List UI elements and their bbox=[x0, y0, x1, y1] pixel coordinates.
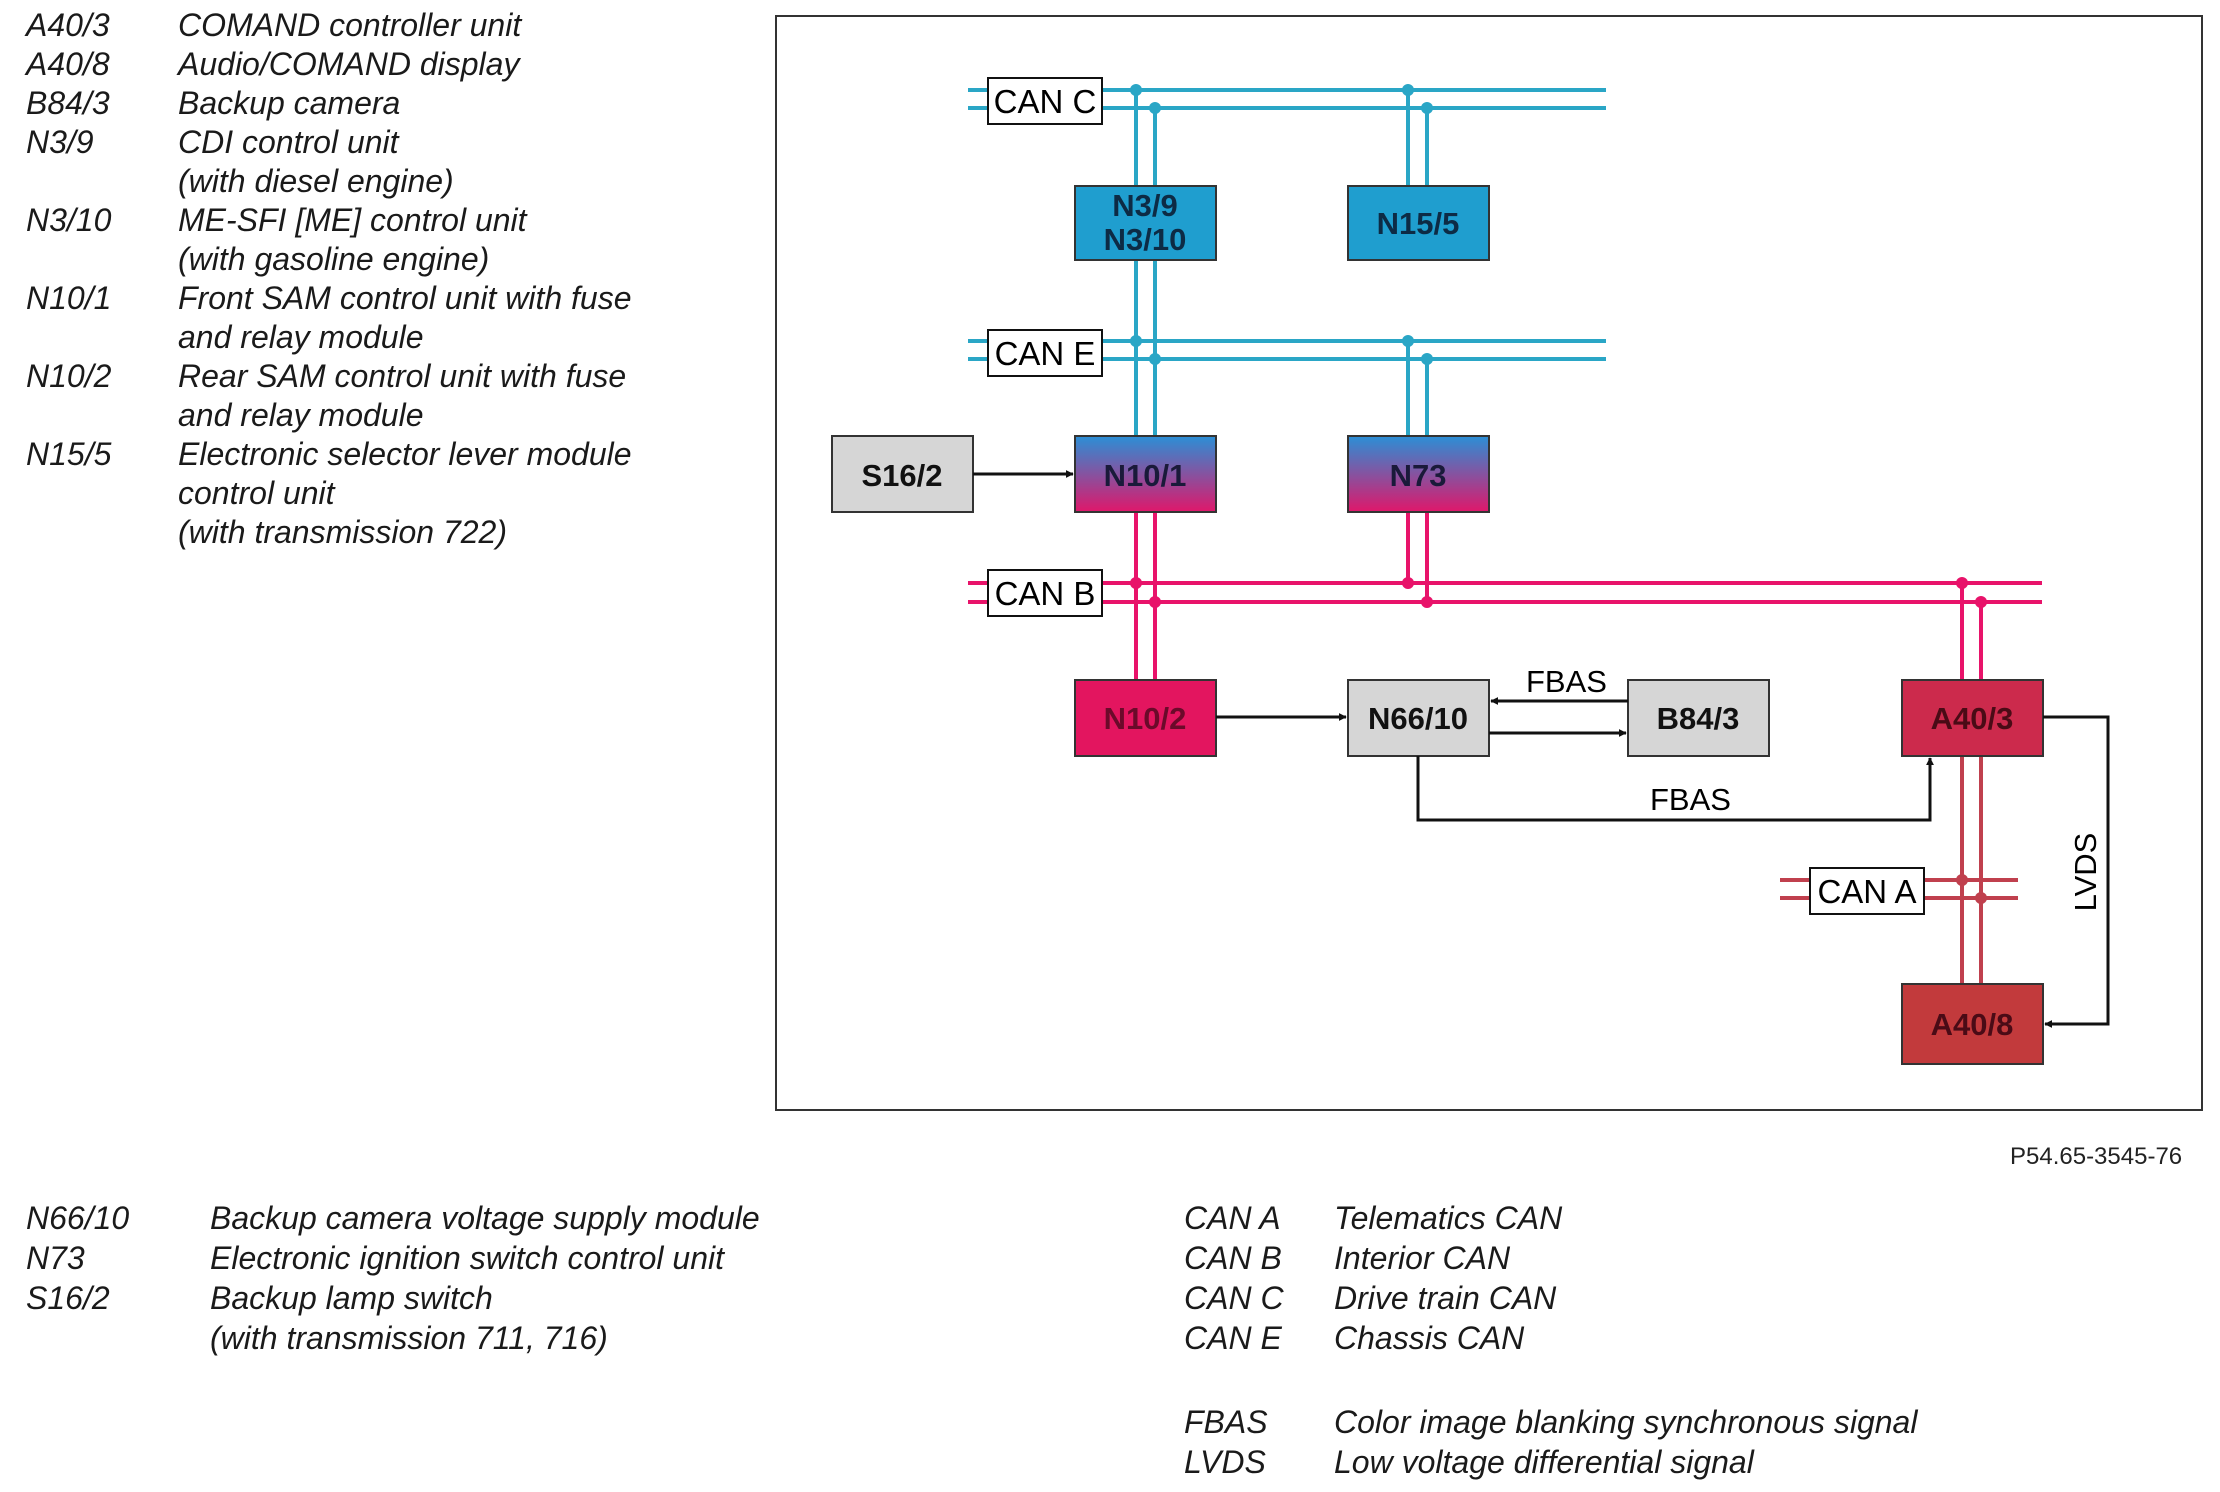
can-c-e-junctions bbox=[1130, 84, 1433, 365]
legend-code: N10/2 bbox=[26, 358, 112, 394]
legend-row: N15/5 Electronic selector lever module co… bbox=[26, 435, 726, 552]
legend-code: A40/3 bbox=[26, 7, 110, 43]
module-n3-9-n3-10: N3/9 N3/10 bbox=[1074, 185, 1217, 261]
signal-label-lvds: LVDS bbox=[2068, 833, 2103, 912]
legend-code: N15/5 bbox=[26, 436, 112, 472]
bus-label-can-e: CAN E bbox=[987, 329, 1103, 377]
figure-reference-code: P54.65-3545-76 bbox=[2010, 1143, 2183, 1170]
svg-text:S16/2: S16/2 bbox=[861, 458, 942, 493]
legend-row: B84/3 Backup camera bbox=[26, 84, 726, 123]
module-s16-2: S16/2 bbox=[831, 435, 974, 513]
svg-text:N3/10: N3/10 bbox=[1104, 222, 1187, 257]
legend-description: Color image blanking synchronous signal bbox=[1334, 1404, 1918, 1440]
legend-code: B84/3 bbox=[26, 85, 110, 121]
legend-code: CAN E bbox=[1184, 1320, 1282, 1356]
legend-code: S16/2 bbox=[26, 1280, 110, 1316]
legend-description: Low voltage differential signal bbox=[1334, 1444, 1754, 1480]
svg-text:CAN C: CAN C bbox=[994, 83, 1097, 120]
module-n15-5: N15/5 bbox=[1347, 185, 1490, 261]
legend-description: ME-SFI [ME] control unit (with gasoline … bbox=[178, 202, 527, 277]
svg-text:N15/5: N15/5 bbox=[1377, 206, 1460, 241]
legend-description: Electronic selector lever module control… bbox=[178, 436, 632, 550]
svg-text:N3/9: N3/9 bbox=[1112, 188, 1177, 223]
legend-description: Chassis CAN bbox=[1334, 1320, 1525, 1356]
legend-code: N3/9 bbox=[26, 124, 94, 160]
legend-description: CDI control unit (with diesel engine) bbox=[178, 124, 454, 199]
module-n10-2: N10/2 bbox=[1074, 679, 1217, 757]
can-b-junctions bbox=[1130, 577, 1987, 608]
legend-row: N3/10 ME-SFI [ME] control unit (with gaso… bbox=[26, 201, 726, 279]
legend-code: CAN C bbox=[1184, 1280, 1284, 1316]
legend-row: N10/2 Rear SAM control unit with fuse and… bbox=[26, 357, 726, 435]
svg-text:CAN A: CAN A bbox=[1817, 873, 1916, 910]
svg-text:CAN E: CAN E bbox=[995, 335, 1096, 372]
legend-row: N3/9 CDI control unit (with diesel engine… bbox=[26, 123, 726, 201]
legend-row: A40/3 COMAND controller unit bbox=[26, 6, 726, 45]
module-a40-8: A40/8 bbox=[1901, 983, 2044, 1065]
legend-row: N66/10 Backup camera voltage supply modul… bbox=[26, 1198, 1126, 1238]
bus-label-can-b: CAN B bbox=[987, 569, 1103, 617]
svg-text:N10/2: N10/2 bbox=[1104, 701, 1187, 736]
legend-code: N66/10 bbox=[26, 1200, 130, 1236]
legend-code: A40/8 bbox=[26, 46, 110, 82]
svg-text:N10/1: N10/1 bbox=[1104, 458, 1187, 493]
legend-description: Audio/COMAND display bbox=[178, 46, 520, 82]
legend-row: LVDS Low voltage differential signal bbox=[1184, 1442, 2204, 1482]
legend-code: LVDS bbox=[1184, 1444, 1266, 1480]
legend-bottom-left: N66/10 Backup camera voltage supply modul… bbox=[26, 1198, 1126, 1358]
module-n73: N73 bbox=[1347, 435, 1490, 513]
legend-row: CAN E Chassis CAN bbox=[1184, 1318, 2204, 1358]
module-n66-10: N66/10 bbox=[1347, 679, 1490, 757]
legend-row: S16/2 Backup lamp switch (with transmissi… bbox=[26, 1278, 1126, 1358]
signal-label-fbas-lower: FBAS bbox=[1650, 782, 1731, 817]
legend-row: N73 Electronic ignition switch control un… bbox=[26, 1238, 1126, 1278]
legend-code: N3/10 bbox=[26, 202, 112, 238]
legend-description: Front SAM control unit with fuse and rel… bbox=[178, 280, 632, 355]
bus-label-can-c: CAN C bbox=[987, 77, 1103, 125]
diagram-frame bbox=[775, 15, 2203, 1111]
legend-code: N73 bbox=[26, 1240, 85, 1276]
legend-signals: FBAS Color image blanking synchronous sig… bbox=[1184, 1402, 2204, 1482]
legend-code: N10/1 bbox=[26, 280, 112, 316]
svg-text:N73: N73 bbox=[1390, 458, 1447, 493]
can-a-junctions bbox=[1956, 874, 1987, 904]
legend-description: Rear SAM control unit with fuse and rela… bbox=[178, 358, 627, 433]
arrow-a40-3-to-a40-8-lvds bbox=[2043, 715, 2110, 1028]
legend-description: Backup camera voltage supply module bbox=[210, 1200, 760, 1236]
legend-row: CAN C Drive train CAN bbox=[1184, 1278, 2204, 1318]
legend-code: CAN B bbox=[1184, 1240, 1282, 1276]
bus-label-can-a: CAN A bbox=[1809, 867, 1925, 915]
legend-row: A40/8 Audio/COMAND display bbox=[26, 45, 726, 84]
svg-text:B84/3: B84/3 bbox=[1657, 701, 1740, 736]
legend-row: CAN A Telematics CAN bbox=[1184, 1198, 2204, 1238]
can-b-bus bbox=[968, 512, 2042, 680]
legend-description: Backup lamp switch (with transmission 71… bbox=[210, 1280, 608, 1356]
legend-description: Backup camera bbox=[178, 85, 401, 121]
legend-description: Electronic ignition switch control unit bbox=[210, 1240, 725, 1276]
svg-text:A40/8: A40/8 bbox=[1931, 1007, 2014, 1042]
legend-description: COMAND controller unit bbox=[178, 7, 522, 43]
module-a40-3: A40/3 bbox=[1901, 679, 2044, 757]
legend-code: FBAS bbox=[1184, 1404, 1268, 1440]
legend-description: Interior CAN bbox=[1334, 1240, 1511, 1276]
svg-text:CAN B: CAN B bbox=[995, 575, 1096, 612]
legend-description: Telematics CAN bbox=[1334, 1200, 1563, 1236]
signal-label-fbas-upper: FBAS bbox=[1526, 664, 1607, 699]
legend-row: N10/1 Front SAM control unit with fuse an… bbox=[26, 279, 726, 357]
legend-description: Drive train CAN bbox=[1334, 1280, 1557, 1316]
legend-code: CAN A bbox=[1184, 1200, 1281, 1236]
legend-row: FBAS Color image blanking synchronous sig… bbox=[1184, 1402, 2204, 1442]
arrow-n66-10-to-a40-3-fbas bbox=[1416, 756, 1934, 822]
module-n10-1: N10/1 bbox=[1074, 435, 1217, 513]
legend-row: CAN B Interior CAN bbox=[1184, 1238, 2204, 1278]
module-b84-3: B84/3 bbox=[1627, 679, 1770, 757]
svg-text:A40/3: A40/3 bbox=[1931, 701, 2014, 736]
svg-text:N66/10: N66/10 bbox=[1368, 701, 1468, 736]
